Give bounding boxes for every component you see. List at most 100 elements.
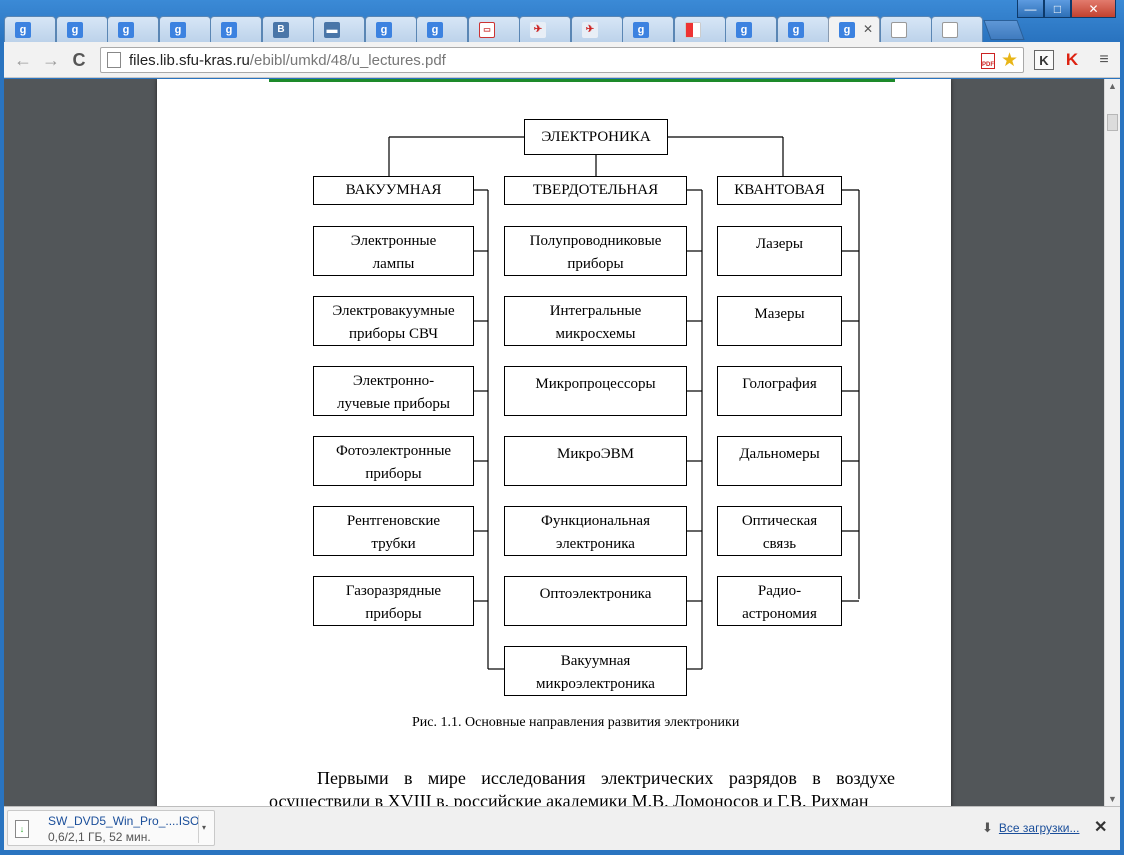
tab-6[interactable]: B <box>262 16 314 42</box>
minimize-button[interactable]: — <box>1017 0 1044 18</box>
address-bar[interactable]: files.lib.sfu-kras.ru/ebibl/umkd/48/u_le… <box>100 47 1024 73</box>
box-label: Оптоэлектроника <box>539 586 652 602</box>
box-label: Интегральные <box>549 303 642 319</box>
box-label-line-2: приборы <box>567 255 624 272</box>
box-label: Газоразрядные <box>345 583 442 599</box>
body-paragraph: Первыми в мире исследования электрически… <box>269 767 895 806</box>
google-icon: g <box>170 21 186 38</box>
all-downloads-link[interactable]: ⬇ Все загрузки... <box>982 820 1079 836</box>
document-icon <box>942 21 958 38</box>
diagram-box: Лазеры <box>717 226 842 276</box>
google-icon: g <box>376 21 392 38</box>
box-label-line-2: связь <box>762 535 797 552</box>
extension-k-icon[interactable]: K <box>1034 50 1054 70</box>
box-label: Электронные <box>350 233 437 249</box>
pdf-icon[interactable]: PDF <box>981 53 995 69</box>
google-icon: g <box>427 21 443 38</box>
box-label: Лазеры <box>756 236 803 252</box>
diagram-box: Газоразрядные приборы <box>313 576 474 626</box>
google-icon: g <box>221 21 237 38</box>
window-controls: — □ ✕ <box>1017 0 1116 18</box>
box-label-line-2: приборы <box>365 605 422 622</box>
new-tab-button[interactable] <box>983 20 1025 40</box>
box-label: ЭЛЕКТРОНИКА <box>541 128 651 145</box>
close-tab-icon[interactable]: ✕ <box>862 22 873 36</box>
box-label-line-2: приборы <box>365 465 422 482</box>
tab-13[interactable]: g <box>622 16 674 42</box>
box-label-line-2: микроэлектроника <box>536 675 655 692</box>
tab-10[interactable]: ▭ <box>468 16 520 42</box>
paragraph-line-1: Первыми в мире исследования электрически… <box>317 768 895 788</box>
box-label: Электронно- <box>352 373 435 389</box>
divider <box>198 815 199 843</box>
box-label: Вакуумная <box>560 653 631 669</box>
diagram-box: Дальномеры <box>717 436 842 486</box>
box-label: Электровакуумные <box>332 303 455 319</box>
tab-16[interactable]: g <box>777 16 829 42</box>
google-icon: g <box>118 21 134 38</box>
maximize-button[interactable]: □ <box>1044 0 1071 18</box>
box-label-line-2: лучевые приборы <box>336 395 451 412</box>
download-menu-icon[interactable]: ▾ <box>202 823 207 832</box>
tab-17[interactable]: g✕ <box>828 16 880 43</box>
tab-7[interactable]: ▬ <box>313 16 365 42</box>
tab-4[interactable]: g <box>159 16 211 42</box>
tab-19[interactable] <box>931 16 983 42</box>
close-window-button[interactable]: ✕ <box>1071 0 1116 18</box>
chat-icon: ▬ <box>324 21 340 38</box>
file-icon: ↓ <box>15 820 29 838</box>
download-file-name[interactable]: SW_DVD5_Win_Pro_....ISO <box>48 814 200 828</box>
tab-9[interactable]: g <box>416 16 468 42</box>
reload-button[interactable]: C <box>72 49 86 70</box>
box-label-line-2: микросхемы <box>555 325 636 342</box>
tab-5[interactable]: g <box>210 16 262 42</box>
forward-button[interactable]: → <box>42 49 60 70</box>
box-label: Микропроцессоры <box>535 376 656 392</box>
scroll-up-icon[interactable]: ▲ <box>1108 81 1117 91</box>
box-label: КВАНТОВАЯ <box>734 182 825 199</box>
paragraph-line-2: осуществили в XVIII в. российские академ… <box>269 791 869 806</box>
url-host: files.lib.sfu-kras.ru <box>129 51 250 69</box>
close-shelf-icon[interactable]: ✕ <box>1094 819 1108 836</box>
tab-18[interactable] <box>880 16 932 42</box>
vertical-scrollbar[interactable]: ▲ ▼ <box>1104 79 1120 806</box>
google-icon: g <box>15 21 31 38</box>
box-label: Рентгеновские <box>346 513 441 529</box>
scrollbar-thumb[interactable] <box>1107 114 1118 131</box>
google-icon: g <box>633 21 649 38</box>
airline-icon: ✈ <box>582 21 598 38</box>
box-label: ВАКУУМНАЯ <box>345 182 442 199</box>
url-text[interactable]: files.lib.sfu-kras.ru/ebibl/umkd/48/u_le… <box>129 52 446 69</box>
menu-icon[interactable]: ≡ <box>1099 51 1109 68</box>
tab-11[interactable]: ✈ <box>519 16 571 42</box>
google-icon: g <box>67 21 83 38</box>
red-logo-icon: ▭ <box>479 21 495 38</box>
diagram-box: Радио-астрономия <box>717 576 842 626</box>
header-green-rule <box>269 79 895 82</box>
tab-1[interactable]: g <box>4 16 56 42</box>
box-label: Мазеры <box>754 306 805 322</box>
tab-8[interactable]: g <box>365 16 417 42</box>
diagram-box: Микропроцессоры <box>504 366 687 416</box>
tab-14[interactable] <box>674 16 726 42</box>
download-item[interactable]: ↓ SW_DVD5_Win_Pro_....ISO 0,6/2,1 ГБ, 52… <box>7 810 215 846</box>
tab-15[interactable]: g <box>725 16 777 42</box>
tab-3[interactable]: g <box>107 16 159 42</box>
scroll-down-icon[interactable]: ▼ <box>1108 794 1117 804</box>
tab-12[interactable]: ✈ <box>571 16 623 42</box>
diagram-box: Мазеры <box>717 296 842 346</box>
box-label: Функциональная <box>541 513 650 529</box>
vk-icon: B <box>273 21 289 38</box>
back-button[interactable]: ← <box>14 49 32 70</box>
kaspersky-icon[interactable]: K <box>1065 50 1079 69</box>
bookmark-star-icon[interactable]: ★ <box>1000 50 1018 71</box>
tab-2[interactable]: g <box>56 16 108 42</box>
